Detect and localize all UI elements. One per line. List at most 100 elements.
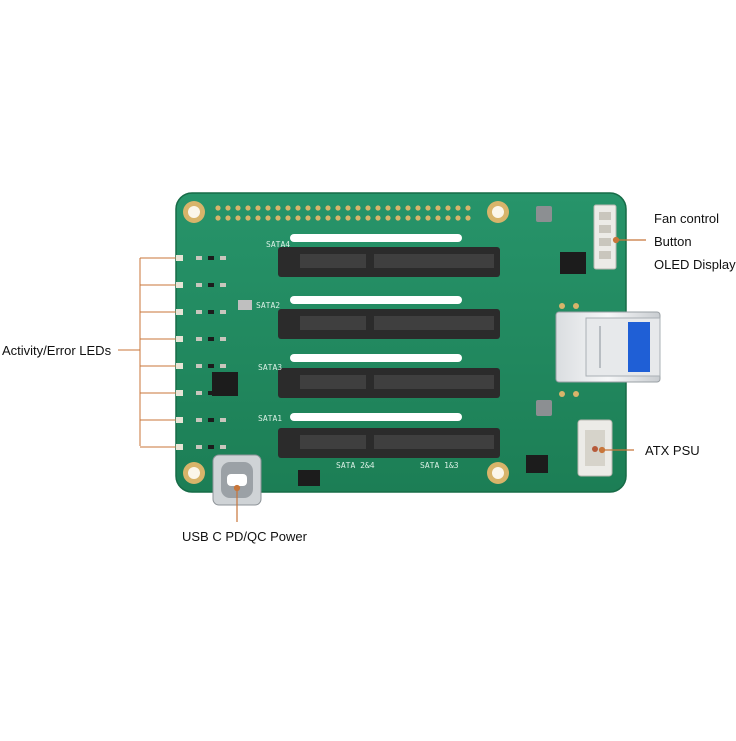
gpio-pin <box>375 205 381 211</box>
smd-component <box>220 337 226 341</box>
pcb-board: SATA4 SATA2 SATA3 SATA1 SATA 2&4 SATA 1&… <box>175 192 627 493</box>
smd-component <box>208 337 214 341</box>
gpio-pin <box>345 215 351 221</box>
gpio-pin <box>265 215 271 221</box>
mounting-hole <box>183 201 205 223</box>
gpio-pin <box>315 205 321 211</box>
activity-led <box>176 282 183 288</box>
gpio-pin <box>325 215 331 221</box>
gpio-pin <box>235 215 241 221</box>
usb3-tongue <box>628 322 650 372</box>
gpio-pin <box>315 215 321 221</box>
sata-silk-label: SATA1 <box>258 414 282 423</box>
controller-chip <box>212 372 238 396</box>
gpio-pin <box>275 205 281 211</box>
gpio-pin <box>435 215 441 221</box>
gpio-pin <box>425 215 431 221</box>
activity-led <box>176 336 183 342</box>
gpio-header <box>215 205 471 221</box>
gpio-pin <box>375 215 381 221</box>
gpio-pin <box>225 215 231 221</box>
gpio-pin <box>435 205 441 211</box>
gpio-pin <box>285 215 291 221</box>
gpio-pin <box>265 205 271 211</box>
sata-silk-label: SATA4 <box>266 240 290 249</box>
smd-component <box>220 283 226 287</box>
gpio-pin <box>235 205 241 211</box>
gpio-pin <box>255 215 261 221</box>
fan-control-header <box>593 204 617 270</box>
smd-component <box>208 283 214 287</box>
sata-slot-2 <box>278 296 500 339</box>
gpio-pin <box>335 205 341 211</box>
gpio-pin <box>405 205 411 211</box>
gpio-pin <box>345 205 351 211</box>
sata-silk-label: SATA3 <box>258 363 282 372</box>
atx-psu-label: ATX PSU <box>645 443 700 458</box>
gpio-pin <box>455 215 461 221</box>
sata-silk-label: SATA2 <box>256 301 280 310</box>
smd-component <box>238 300 252 310</box>
smd-component <box>220 310 226 314</box>
gpio-pin <box>425 205 431 211</box>
gpio-pin <box>325 205 331 211</box>
gpio-pin <box>385 215 391 221</box>
sata-slot-1 <box>278 234 500 277</box>
gpio-pin <box>335 215 341 221</box>
smd-component <box>196 445 202 449</box>
gpio-pin <box>245 205 251 211</box>
smd-component <box>208 310 214 314</box>
smd-component <box>196 256 202 260</box>
gpio-pin <box>215 205 221 211</box>
gpio-pin <box>305 205 311 211</box>
activity-led <box>176 444 183 450</box>
mounting-hole <box>487 462 509 484</box>
gpio-pin <box>415 205 421 211</box>
mounting-hole <box>183 462 205 484</box>
smd-component <box>196 391 202 395</box>
smd-component <box>208 391 214 395</box>
gpio-pin <box>405 215 411 221</box>
smd-component <box>196 364 202 368</box>
button-label: Button <box>654 234 692 249</box>
smd-component <box>208 418 214 422</box>
activity-led-column <box>176 255 226 450</box>
smd-component <box>208 364 214 368</box>
smd-component <box>208 445 214 449</box>
gpio-pin <box>295 205 301 211</box>
gpio-pin <box>225 205 231 211</box>
activity-leds-leader <box>118 257 176 448</box>
gpio-pin <box>285 205 291 211</box>
gpio-pin <box>275 215 281 221</box>
oled-display-label: OLED Display <box>654 257 736 272</box>
gpio-pin <box>365 205 371 211</box>
gpio-pin <box>445 215 451 221</box>
smd-component <box>536 206 552 222</box>
usb-c-leader <box>233 484 241 522</box>
controller-chip <box>298 470 320 486</box>
fan-control-label: Fan control <box>654 211 720 226</box>
smd-component <box>536 400 552 416</box>
smd-component <box>220 418 226 422</box>
gpio-pin <box>455 205 461 211</box>
gpio-pin <box>365 215 371 221</box>
activity-led <box>176 309 183 315</box>
activity-led <box>176 255 183 261</box>
usb-c-port <box>212 454 262 506</box>
header-pads <box>559 303 579 397</box>
gpio-pin <box>255 205 261 211</box>
gpio-pin <box>445 205 451 211</box>
usb-c-power-label: USB C PD/QC Power <box>182 529 307 544</box>
smd-component <box>196 310 202 314</box>
smd-component <box>208 256 214 260</box>
activity-led <box>176 390 183 396</box>
controller-chip <box>526 455 548 473</box>
smd-component <box>220 256 226 260</box>
sata-silk-label: SATA 1&3 <box>420 461 459 470</box>
atx-psu-connector <box>577 419 613 477</box>
usb-a-port <box>555 311 661 383</box>
fan-control-leader <box>612 236 646 244</box>
mounting-hole <box>487 201 509 223</box>
atx-psu-leader <box>598 446 634 454</box>
